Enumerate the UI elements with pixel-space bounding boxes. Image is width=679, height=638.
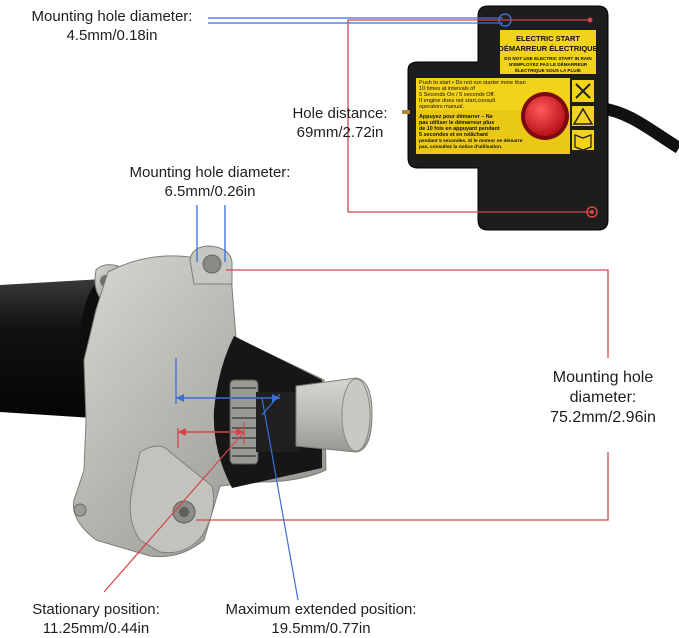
lower-mounting-ear — [129, 445, 215, 554]
switch-english-4: If engine does not start,consult — [419, 98, 496, 104]
drive-collar — [256, 392, 300, 452]
lower-mounting-hole-inner — [179, 507, 189, 517]
switch-warning-1: DO NOT USE ELECTRIC START IN RAIN — [504, 56, 592, 61]
switch-english-3: 5 Seconds On / 5 seconds Off. — [419, 92, 496, 98]
manual-icon-book — [574, 134, 592, 151]
stationary-title: Stationary position: — [32, 601, 160, 618]
side-hole-value: 6.5mm/0.26in — [164, 183, 256, 200]
flange-bracket-bottom — [196, 452, 609, 521]
switch-french-6: pas, consultez la notice d'utilisation. — [419, 144, 502, 150]
stationary-arrow-right — [236, 428, 244, 436]
hole-distance-title: Hole distance: — [292, 105, 388, 122]
top-hole-title: Mounting hole diameter: — [31, 8, 193, 25]
hole-distance-bracket — [347, 19, 590, 213]
extended-label: Maximum extended position: 19.5mm/0.77in — [206, 600, 436, 638]
switch-english-1: Push to start • Do not run starter more … — [419, 80, 526, 86]
switch-header-label — [500, 30, 596, 74]
warning-icon-triangle — [572, 107, 594, 125]
top-hole-label: Mounting hole diameter: 4.5mm/0.18in — [12, 7, 212, 45]
switch-french-2: pas utiliser le démarreur plus — [419, 120, 494, 126]
flange-bracket-top — [226, 269, 609, 358]
stationary-leader — [103, 431, 245, 593]
switch-french-1: Appuyez pour démarrer – Ne — [419, 114, 493, 120]
hole-distance-label: Hole distance: 69mm/2.72in — [280, 104, 400, 142]
cable — [599, 102, 679, 154]
extended-title: Maximum extended position: — [225, 601, 417, 618]
stationary-arrow-left — [178, 428, 186, 436]
switch-header-2: DÉMARREUR ÉLECTRIQUE — [498, 44, 597, 53]
stationary-value: 11.25mm/0.44in — [42, 620, 150, 637]
side-hole-title: Mounting hole diameter: — [129, 164, 291, 181]
hole-distance-value: 69mm/2.72in — [296, 124, 384, 141]
switch-french-5: pendant 5 secondes. Si le moteur ne déma… — [419, 138, 523, 144]
stationary-label: Stationary position: 11.25mm/0.44in — [14, 600, 178, 638]
warning-icon — [572, 106, 594, 126]
manual-icon — [572, 130, 594, 150]
housing-bolt — [73, 503, 87, 517]
flange-title-2: diameter: — [569, 389, 637, 406]
red-push-button-icon — [525, 96, 565, 136]
top-mounting-hole — [202, 254, 222, 274]
hole-distance-marker-bottom — [586, 206, 598, 218]
extended-leader — [261, 397, 299, 601]
side-hole-label: Mounting hole diameter: 6.5mm/0.26in — [110, 163, 310, 201]
flange-title-1: Mounting hole — [552, 369, 654, 386]
flange-label: Mounting hole diameter: 75.2mm/2.96in — [536, 368, 670, 428]
switch-warning-3: ÉLECTRIQUE SOUS LA PLUIE — [515, 66, 581, 73]
extended-value: 19.5mm/0.77in — [271, 620, 371, 637]
switch-english-2: 10 times at intervals of — [419, 86, 475, 92]
switch-header-1: ELECTRIC START — [516, 34, 580, 43]
switch-warning-2: N'EMPLOYEZ PAS LE DÉMARREUR — [509, 60, 588, 67]
no-rain-icon-cross — [575, 83, 591, 99]
screw — [402, 110, 410, 114]
switch-french-4: 5 secondes et en relâchant — [419, 132, 488, 138]
top-hole-value: 4.5mm/0.18in — [66, 27, 158, 44]
hole-distance-dot-bottom — [590, 210, 594, 214]
extended-arrow-left — [176, 394, 184, 402]
shaft-end — [341, 378, 371, 452]
switch-english-5: operators manual. — [419, 104, 465, 110]
hole-distance-dot-top — [587, 17, 593, 23]
switch-french-3: de 10 fois en appuyant pendant — [419, 126, 500, 132]
flange-value: 75.2mm/2.96in — [550, 409, 656, 426]
